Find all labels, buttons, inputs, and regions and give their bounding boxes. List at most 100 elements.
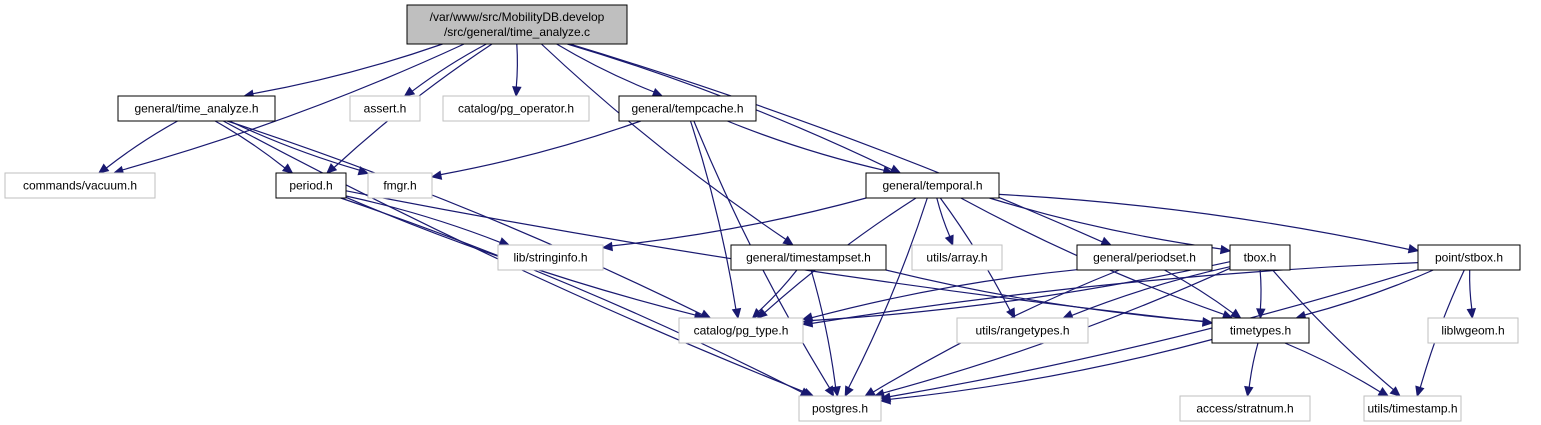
node-box (275, 172, 347, 199)
node-liblwgeom: liblwgeom.h (1427, 317, 1519, 344)
arrowhead (601, 241, 613, 252)
node-box (497, 244, 604, 271)
node-label: tbox.h (1244, 251, 1277, 265)
node-box (1427, 317, 1519, 344)
node-postgres: postgres.h (798, 395, 882, 422)
node-box (1211, 317, 1310, 344)
edge-stbox-to-liblwgeom (1466, 269, 1477, 320)
arrowhead (1062, 310, 1074, 320)
node-tbox[interactable]: tbox.h (1229, 244, 1291, 271)
edge-line (556, 43, 655, 93)
arrowhead (1244, 385, 1254, 398)
node-box (956, 317, 1089, 344)
arrowhead (844, 385, 854, 398)
arrowhead (751, 307, 763, 319)
arrowhead (824, 385, 835, 398)
node-root[interactable]: /var/www/src/MobilityDB.develop/src/gene… (406, 4, 628, 45)
arrowhead (801, 318, 814, 328)
node-label: general/time_analyze.h (134, 102, 258, 116)
edge-root-to-assert (403, 43, 487, 97)
arrowhead (879, 395, 891, 405)
edge-line (411, 43, 487, 92)
node-timestamp: utils/timestamp.h (1363, 395, 1462, 422)
node-label: catalog/pg_operator.h (458, 102, 574, 116)
arrowhead (403, 86, 416, 97)
node-box (4, 172, 156, 199)
node-box (798, 395, 882, 422)
edge-line (1469, 269, 1473, 310)
edge-periodset-to-timetypes (1164, 269, 1242, 319)
node-label: /var/www/src/MobilityDB.develop (430, 10, 605, 24)
node-periodset[interactable]: general/periodset.h (1076, 244, 1213, 271)
edge-line (569, 43, 1103, 243)
edge-line (106, 120, 178, 169)
edge-line (515, 43, 518, 88)
edge-line (252, 43, 443, 95)
node-label: utils/rangetypes.h (975, 324, 1069, 338)
node-label: liblwgeom.h (1441, 324, 1504, 338)
edge-timetypes-to-postgres (879, 338, 1213, 405)
edge-tempcache-to-temporal (727, 120, 894, 176)
edge-line (122, 43, 465, 171)
arrowhead (1006, 307, 1016, 320)
edge-temporal-to-postgres (844, 197, 928, 398)
node-label: commands/vacuum.h (23, 179, 137, 193)
edge-line (1071, 266, 1231, 316)
node-stbox[interactable]: point/stbox.h (1417, 244, 1521, 271)
arrowhead (1219, 244, 1232, 255)
edge-tbox-to-rangetypes (1062, 266, 1231, 320)
arrowhead (326, 163, 338, 174)
node-time-analyze-h[interactable]: general/time_analyze.h (117, 95, 276, 122)
node-box (678, 317, 804, 344)
node-label: utils/timestamp.h (1367, 402, 1457, 416)
edge-line (440, 120, 642, 176)
edge-line (889, 269, 1419, 398)
node-label: general/temporal.h (882, 179, 982, 193)
edge-tempcache-to-fmgr (430, 120, 642, 180)
edge-temporal-to-stringinfo (601, 197, 867, 252)
edge-tempcache-to-pg_type (689, 120, 742, 320)
edges-layer (97, 43, 1477, 405)
node-box (865, 172, 1000, 199)
edge-timetypes-to-timestamp (1284, 342, 1390, 397)
edge-time_analyze_h-to-vacuum (97, 120, 178, 174)
edge-line (1284, 342, 1381, 393)
node-period[interactable]: period.h (275, 172, 347, 199)
node-rangetypes: utils/rangetypes.h (956, 317, 1089, 344)
edge-line (1259, 269, 1262, 310)
node-timetypes[interactable]: timetypes.h (1211, 317, 1310, 344)
node-box (618, 95, 757, 122)
arrowhead (864, 387, 876, 397)
node-assert: assert.h (349, 95, 421, 122)
edge-periodset-to-pg_type (801, 269, 1078, 322)
node-label: point/stbox.h (1435, 251, 1503, 265)
edge-line (689, 120, 737, 310)
edge-timestampset-to-postgres (810, 269, 841, 398)
edge-root-to-periodset (569, 43, 1112, 246)
arrowhead (1100, 236, 1112, 246)
edge-root-to-tempcache (556, 43, 664, 97)
node-box (1417, 244, 1521, 271)
node-temporal[interactable]: general/temporal.h (865, 172, 1000, 199)
node-vacuum: commands/vacuum.h (4, 172, 156, 199)
node-box (442, 95, 590, 122)
node-tempcache[interactable]: general/tempcache.h (618, 95, 757, 122)
edge-line (540, 43, 787, 240)
node-label: /src/general/time_analyze.c (444, 25, 590, 39)
node-timestampset[interactable]: general/timestampset.h (730, 244, 887, 271)
edge-root-to-pg_operator (512, 43, 522, 98)
edge-timestampset-to-pg_type (751, 269, 798, 319)
edge-time_analyze_h-to-period (214, 120, 294, 174)
node-box (1229, 244, 1291, 271)
arrowhead (430, 170, 443, 180)
arrowhead (357, 166, 370, 176)
node-box (911, 244, 1003, 271)
edge-stbox-to-pg_type (801, 262, 1419, 328)
node-label: access/stratnum.h (1196, 402, 1293, 416)
arrowhead (651, 87, 664, 97)
node-box (117, 95, 276, 122)
edge-line (848, 197, 928, 388)
arrowhead (97, 163, 110, 174)
nodes-layer: /var/www/src/MobilityDB.develop/src/gene… (4, 4, 1521, 422)
